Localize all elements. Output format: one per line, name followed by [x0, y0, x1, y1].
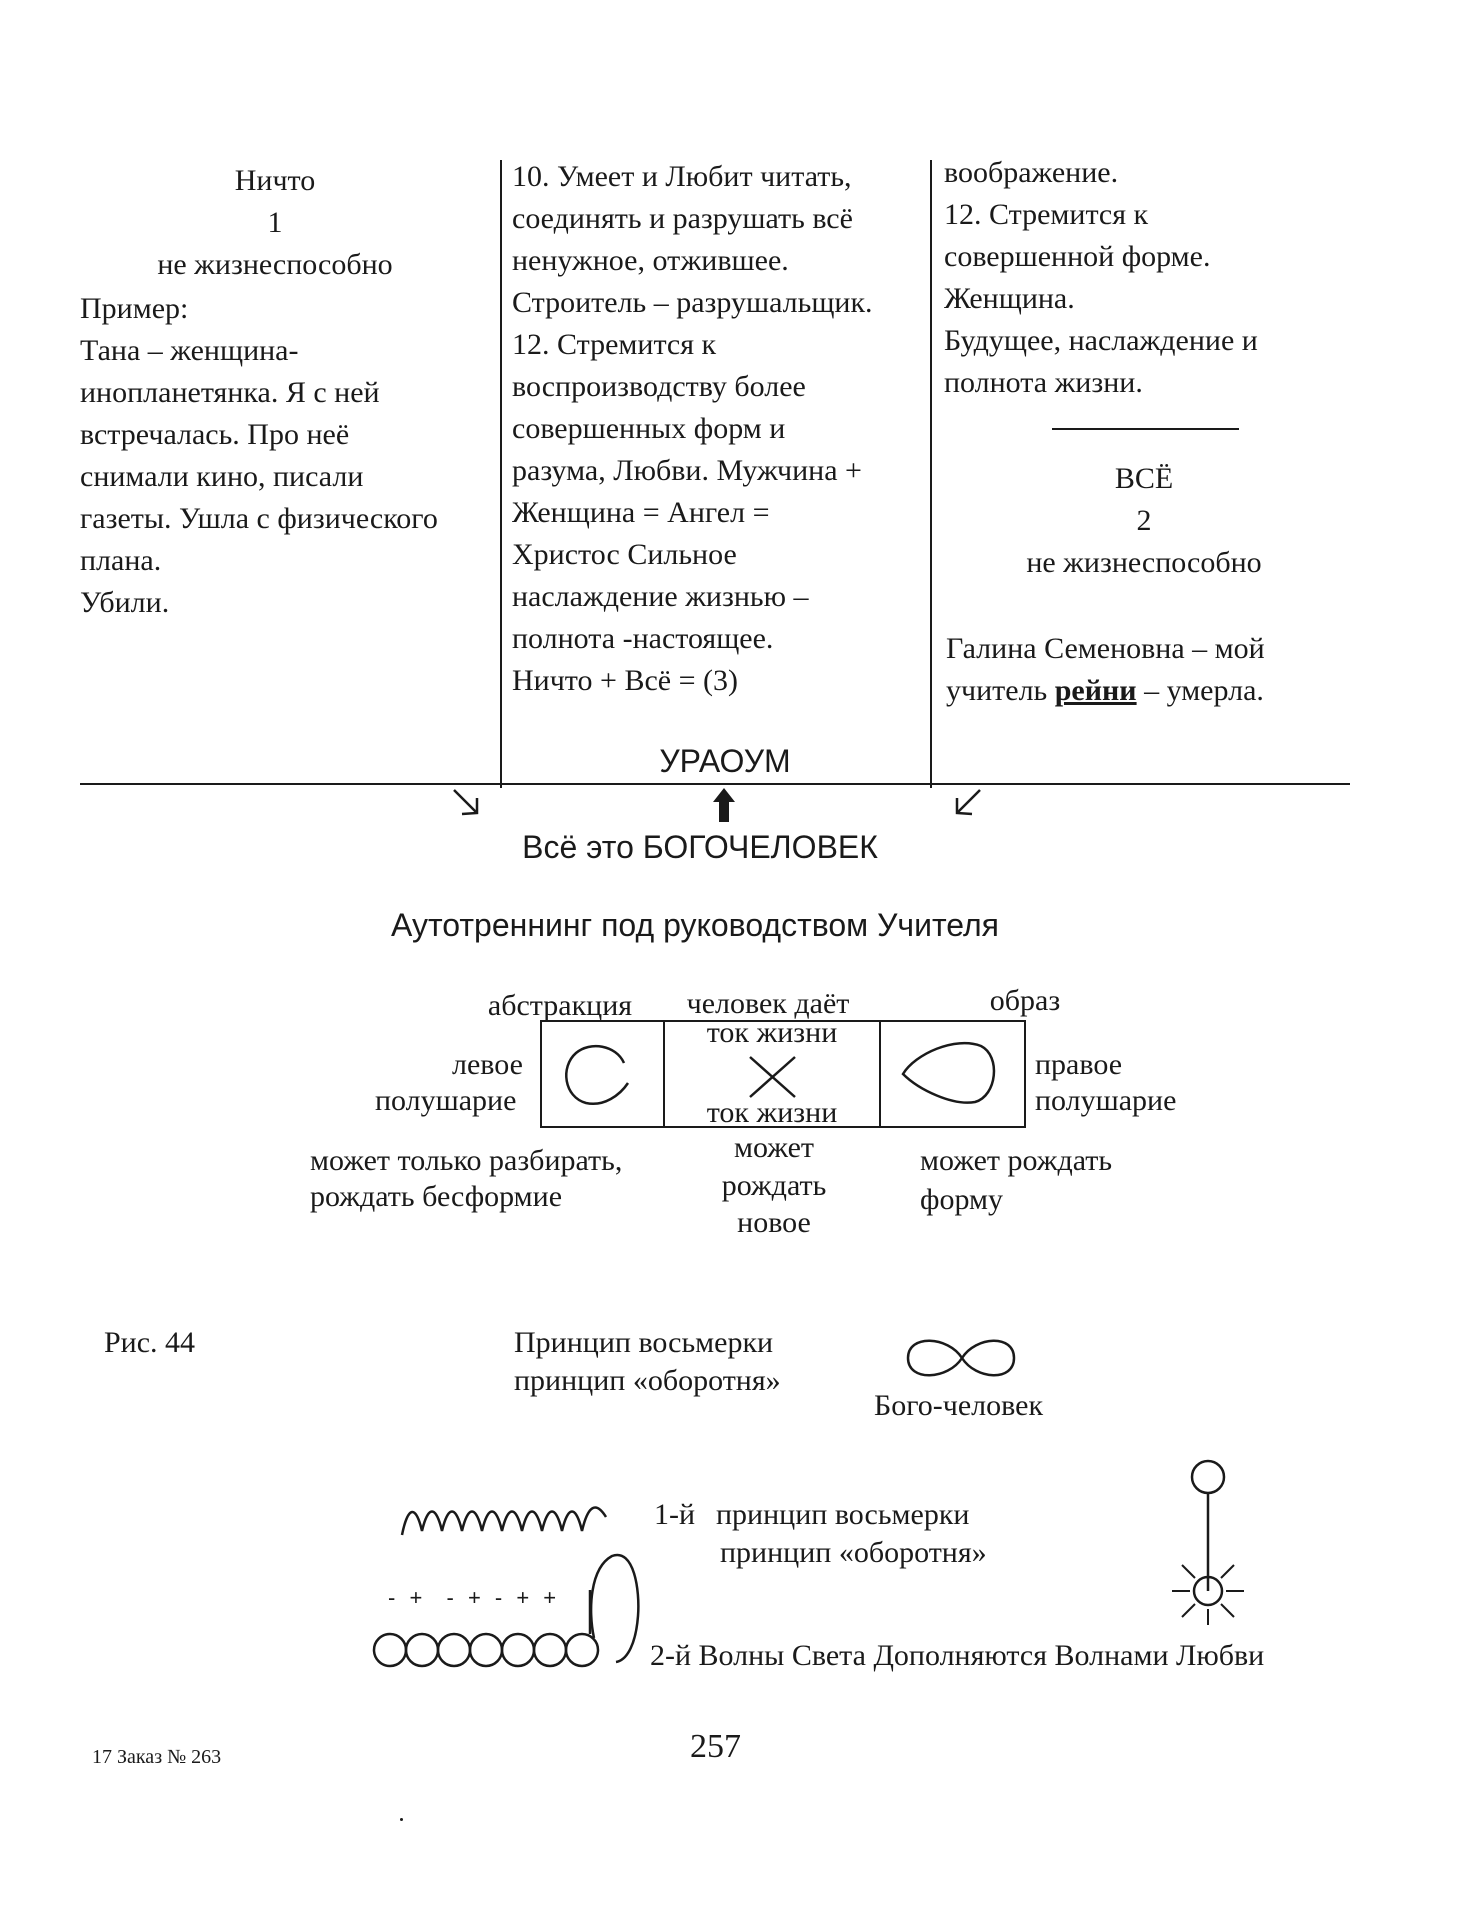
center-below-2: рождать	[721, 1169, 827, 1202]
left-heading: Ничто	[234, 164, 316, 197]
text-line: полнота -настоящее.	[512, 622, 774, 655]
center-below-1: может	[734, 1131, 814, 1164]
text-line: соединять и разрушать всё	[512, 202, 853, 235]
principle-line-2: принцип «оборотня»	[514, 1364, 781, 1397]
text-line: снимали кино, писали	[80, 460, 364, 493]
right-below-1: может рождать	[920, 1144, 1113, 1177]
left-below-2: рождать бесформие	[310, 1180, 563, 1213]
reiki-word: рейни	[1054, 674, 1137, 707]
left-loop-icon	[565, 1045, 630, 1106]
footer-order: 17 Заказ № 263	[92, 1746, 222, 1768]
note-prefix: учитель	[946, 674, 1055, 707]
text-line: встречалась. Про неё	[80, 418, 350, 451]
right-note-line-1: Галина Семеновна – мой	[946, 632, 1265, 665]
text-line: совершенной форме.	[944, 240, 1211, 273]
text-line: полнота жизни.	[944, 366, 1143, 399]
text-line: Убили.	[80, 586, 170, 619]
text-line: Пример:	[80, 292, 189, 325]
text-line: Ничто + Всё = (3)	[512, 664, 738, 697]
arrow-down-left-icon	[955, 789, 981, 816]
image-label: образ	[989, 984, 1061, 1017]
middle-column-text: 10. Умеет и Любит читать, соединять и ра…	[512, 156, 873, 702]
text-line: совершенных форм и	[512, 412, 786, 445]
first-principle-line-2: принцип «оборотня»	[720, 1536, 987, 1569]
text-line: плана.	[80, 544, 162, 577]
column-divider-right	[930, 160, 932, 788]
sun-icon	[1172, 1459, 1244, 1625]
text-line: Тана – женщина-	[80, 334, 299, 367]
plus-minus-signs: - + - + - + +	[388, 1585, 561, 1610]
text-line: ненужное, отжившее.	[512, 244, 789, 277]
box-divider-right	[879, 1022, 881, 1126]
right-note-line-2: учитель рейни – умерла.	[946, 670, 1264, 712]
right-number: 2	[1136, 504, 1152, 537]
current-of-life-bottom: ток жизни	[706, 1096, 838, 1129]
left-below-1: может только разбирать,	[310, 1144, 623, 1177]
autotraining-title: Аутотреннинг под руководством Учителя	[391, 907, 999, 943]
uraoum-label: УРАОУМ	[659, 743, 791, 779]
cross-icon	[749, 1056, 796, 1098]
circles-chain-icon	[372, 1553, 640, 1668]
text-line: разума, Любви. Мужчина +	[512, 454, 862, 487]
right-heading: ВСЁ	[1114, 462, 1174, 495]
right-column-text: воображение. 12. Стремится к совершенной…	[944, 152, 1258, 404]
wave-icon	[400, 1506, 608, 1536]
horizontal-rule	[80, 783, 1350, 785]
left-column-text: Пример: Тана – женщина- инопланетянка. Я…	[80, 288, 438, 624]
left-number: 1	[267, 206, 283, 239]
speck	[400, 1818, 403, 1821]
hemispheres-box	[540, 1020, 1026, 1128]
left-hemisphere-label-2: полушарие	[375, 1084, 517, 1117]
center-below-3: новое	[737, 1206, 811, 1239]
arrow-up-icon	[713, 788, 735, 822]
text-line: 10. Умеет и Любит читать,	[512, 160, 852, 193]
box-divider-left	[663, 1022, 665, 1126]
text-line: Христос Сильное	[512, 538, 737, 571]
right-teardrop-icon	[901, 1041, 996, 1104]
text-line: воспроизводству более	[512, 370, 806, 403]
infinity-icon	[906, 1339, 1016, 1377]
text-line: Строитель – разрушальщик.	[512, 286, 873, 319]
godman-summary: Всё это БОГОЧЕЛОВЕК	[522, 829, 878, 865]
figure-label: Рис. 44	[104, 1326, 196, 1359]
second-principle: 2-й Волны Света Дополняются Волнами Любв…	[650, 1639, 1265, 1672]
left-hemisphere-label-1: левое	[452, 1048, 523, 1081]
column-divider-left	[500, 160, 502, 788]
text-line: 12. Стремится к	[512, 328, 717, 361]
text-line: наслаждение жизнью –	[512, 580, 809, 613]
text-line: Женщина = Ангел =	[512, 496, 770, 529]
text-line: Будущее, наслаждение и	[944, 324, 1258, 357]
first-principle-number: 1-й	[654, 1498, 696, 1531]
left-subheading: не жизнеспособно	[157, 248, 393, 281]
right-below-2: форму	[920, 1183, 1003, 1216]
godman-label: Бого-человек	[874, 1389, 1044, 1422]
right-hemisphere-label-1: правое	[1035, 1048, 1123, 1081]
right-short-rule	[1052, 428, 1239, 430]
text-line: инопланетянка. Я с ней	[80, 376, 380, 409]
man-gives-label: человек даёт	[686, 987, 850, 1020]
arrow-down-right-icon	[453, 789, 479, 816]
principle-line-1: Принцип восьмерки	[514, 1326, 774, 1359]
text-line: воображение.	[944, 156, 1119, 189]
current-of-life-top: ток жизни	[706, 1016, 838, 1049]
right-hemisphere-label-2: полушарие	[1035, 1084, 1177, 1117]
note-suffix: – умерла.	[1136, 674, 1264, 707]
right-subheading: не жизнеспособно	[1026, 546, 1262, 579]
abstraction-label: абстракция	[487, 989, 633, 1022]
first-principle-line-1: принцип восьмерки	[716, 1498, 970, 1531]
text-line: 12. Стремится к	[944, 198, 1149, 231]
text-line: Женщина.	[944, 282, 1075, 315]
page-number: 257	[690, 1728, 741, 1765]
text-line: газеты. Ушла с физического	[80, 502, 438, 535]
